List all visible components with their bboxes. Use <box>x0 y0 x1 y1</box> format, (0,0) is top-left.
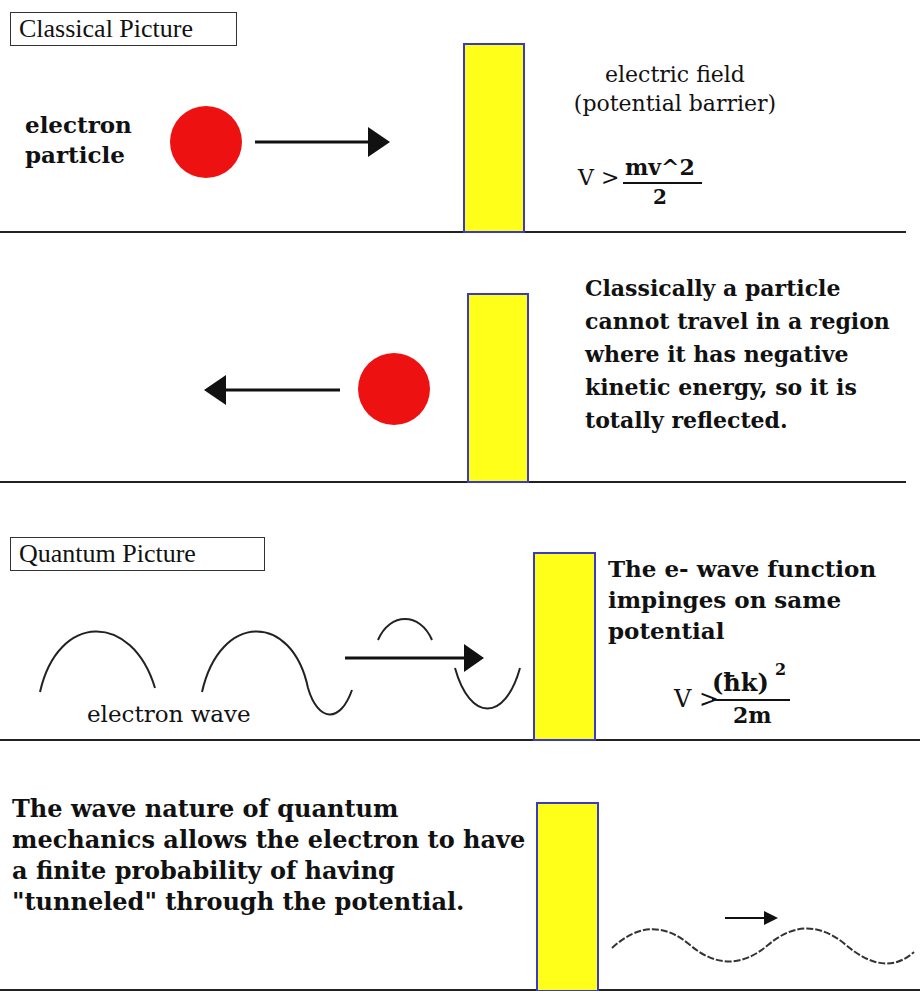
arrow-head <box>764 911 778 925</box>
arrow-head <box>368 127 390 157</box>
formula-text: V > <box>578 165 619 191</box>
wave-segment <box>40 631 155 692</box>
heading-text: Quantum Picture <box>19 539 196 569</box>
motion-arrow <box>345 657 468 660</box>
particle-label: electron particle <box>25 110 155 170</box>
arrow-head <box>204 375 226 405</box>
electron-particle <box>358 353 430 425</box>
heading-box: Quantum Picture <box>10 537 265 571</box>
wave-label: electron wave <box>87 700 251 728</box>
arrow-head <box>464 644 484 672</box>
explanation-note: The e- wave function impinges on same po… <box>608 553 913 646</box>
explanation-note: The wave nature of quantum mechanics all… <box>12 793 532 917</box>
fraction-bar <box>712 699 790 701</box>
separator-line <box>0 739 920 741</box>
electron-wave <box>40 619 520 715</box>
separator-line <box>0 231 906 233</box>
formula-denominator: 2m <box>733 702 772 728</box>
potential-barrier <box>537 803 598 991</box>
potential-barrier <box>464 44 524 232</box>
formula-numerator: mv^2 <box>625 154 695 180</box>
electron-particle <box>170 106 242 178</box>
fraction-bar <box>623 182 702 184</box>
barrier-label: electric field (potential barrier) <box>555 60 795 118</box>
separator-line <box>0 989 920 991</box>
potential-barrier <box>534 553 595 740</box>
heading-text: Classical Picture <box>19 14 193 44</box>
motion-arrow <box>255 141 372 144</box>
formula-exponent: 2 <box>775 660 786 679</box>
motion-arrow <box>222 389 340 392</box>
potential-barrier <box>468 294 528 482</box>
wave-segment <box>378 619 432 640</box>
formula-numerator: (ħk) <box>712 668 769 697</box>
formula-denominator: 2 <box>653 185 667 209</box>
separator-line <box>0 481 906 483</box>
explanation-note: Classically a particle cannot travel in … <box>585 272 897 437</box>
transmitted-wave <box>612 929 914 964</box>
motion-arrow <box>725 917 766 919</box>
wave-segment <box>455 668 520 709</box>
heading-box: Classical Picture <box>10 12 237 46</box>
